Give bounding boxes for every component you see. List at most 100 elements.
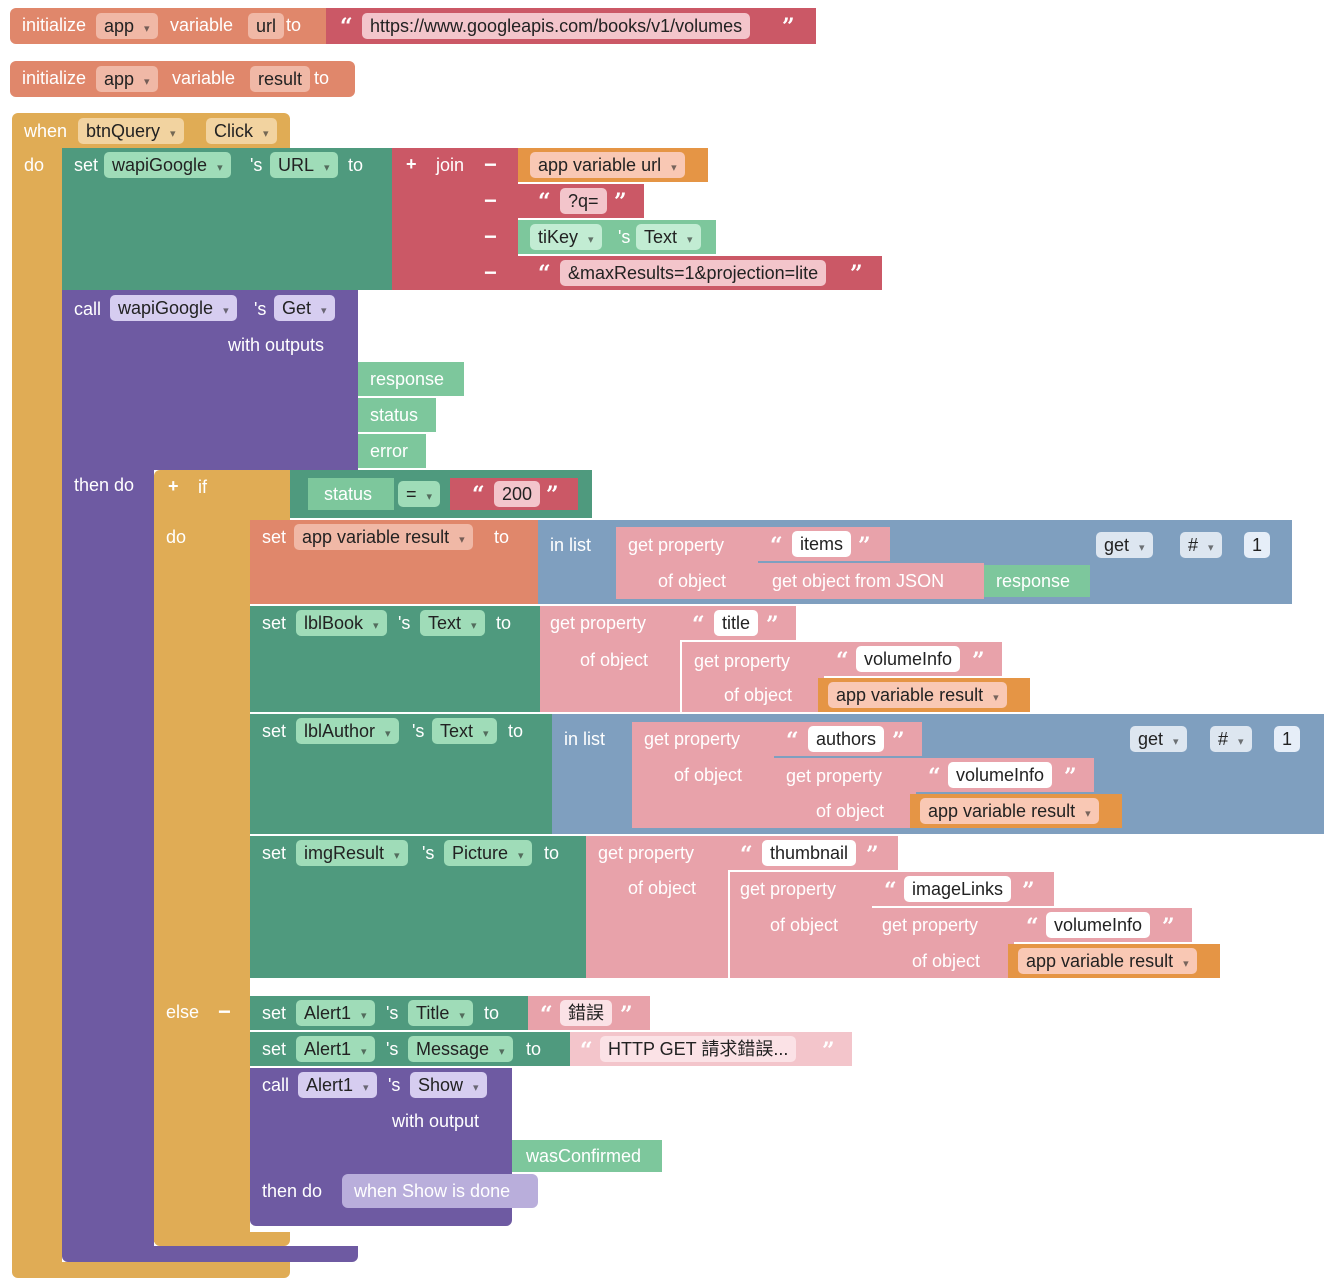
property-dropdown[interactable]: URL <box>270 152 338 178</box>
response-getter[interactable]: response <box>984 565 1090 597</box>
maxresults-text-field[interactable]: &maxResults=1&projection=lite <box>560 260 827 286</box>
key-text-field[interactable]: imageLinks <box>904 876 1012 902</box>
var-dropdown[interactable]: app variable result <box>828 682 1007 708</box>
index-mode-dropdown[interactable]: # <box>1180 532 1222 558</box>
output-error[interactable]: error <box>358 434 426 468</box>
method-dropdown[interactable]: Get <box>274 295 335 321</box>
var-name-result[interactable]: result <box>250 66 311 92</box>
set-url-block[interactable]: set wapiGoogle 's URL to <box>62 148 392 290</box>
property-dropdown[interactable]: Message <box>408 1036 513 1062</box>
result-getter[interactable]: app variable result <box>910 794 1122 828</box>
call-get-block[interactable]: call wapiGoogle 's Get with outputs <box>62 290 358 470</box>
maxresults-text-block[interactable]: “ &maxResults=1&projection=lite ” <box>518 256 882 290</box>
component-dropdown[interactable]: imgResult <box>296 840 408 866</box>
var-dropdown[interactable]: app variable url <box>530 152 685 178</box>
output-status[interactable]: status <box>358 398 436 432</box>
join-block[interactable]: + join − − − − <box>392 148 518 290</box>
query-text-field[interactable]: ?q= <box>560 188 607 214</box>
get-mode-dropdown[interactable]: get <box>1096 532 1153 558</box>
key-thumbnail-block[interactable]: “ thumbnail ” <box>728 836 898 870</box>
show-done-block[interactable]: when Show is done <box>342 1174 538 1208</box>
component-dropdown[interactable]: wapiGoogle <box>104 152 231 178</box>
dict-get-thumbnail[interactable]: get property of object <box>586 836 728 978</box>
dict-get-volumeinfo[interactable]: get property of object <box>774 758 916 828</box>
key-text-field[interactable]: volumeInfo <box>948 762 1053 788</box>
property-dropdown[interactable]: Text <box>420 610 485 636</box>
component-dropdown[interactable]: lblAuthor <box>296 718 399 744</box>
dict-get-volumeinfo[interactable]: get property of object <box>682 642 824 712</box>
if-block-header[interactable]: + if <box>154 470 290 520</box>
dict-get-imagelinks[interactable]: get property of object <box>730 872 872 978</box>
key-text-field[interactable]: items <box>792 531 852 557</box>
set-alert-title-block[interactable]: set Alert1 's Title to <box>250 996 528 1030</box>
component-dropdown[interactable]: Alert1 <box>298 1072 377 1098</box>
property-dropdown[interactable]: Text <box>636 224 701 250</box>
var-dropdown[interactable]: app variable result <box>1018 948 1197 974</box>
component-dropdown[interactable]: tiKey <box>530 224 602 250</box>
scope-dropdown[interactable]: app <box>96 13 158 39</box>
index-mode-dropdown[interactable]: # <box>1210 726 1252 752</box>
event-dropdown[interactable]: Click <box>206 118 277 144</box>
remove-item-icon[interactable]: − <box>484 188 497 213</box>
key-text-field[interactable]: volumeInfo <box>1046 912 1151 938</box>
method-dropdown[interactable]: Show <box>410 1072 487 1098</box>
key-authors-block[interactable]: “ authors ” <box>774 722 922 756</box>
key-volumeinfo-block[interactable]: “ volumeInfo ” <box>824 642 1002 676</box>
get-url-var-block[interactable]: app variable url <box>518 148 708 182</box>
value-text-field[interactable]: 200 <box>494 481 541 507</box>
key-volumeinfo-block[interactable]: “ volumeInfo ” <box>916 758 1094 792</box>
key-text-block[interactable]: “ items ” <box>758 527 890 561</box>
json-decode-block[interactable]: get object from JSON <box>758 563 984 599</box>
url-text-block[interactable]: “ https://www.googleapis.com/books/v1/vo… <box>326 8 816 44</box>
compare-block[interactable]: status = “ 200 ” <box>290 470 592 518</box>
title-text-field[interactable]: 錯誤 <box>560 1000 612 1026</box>
component-dropdown[interactable]: btnQuery <box>78 118 184 144</box>
dict-get-volumeinfo[interactable]: get property of object <box>872 908 1014 978</box>
set-author-block[interactable]: set lblAuthor 's Text to <box>250 714 552 834</box>
set-book-block[interactable]: set lblBook 's Text to <box>250 606 540 712</box>
set-picture-block[interactable]: set imgResult 's Picture to <box>250 836 586 978</box>
key-text-field[interactable]: title <box>714 610 759 636</box>
target-var-dropdown[interactable]: app variable result <box>294 524 473 550</box>
set-result-block[interactable]: set app variable result to <box>250 520 538 604</box>
remove-item-icon[interactable]: − <box>484 224 497 249</box>
set-alert-message-block[interactable]: set Alert1 's Message to <box>250 1032 570 1066</box>
remove-else-icon[interactable]: − <box>218 999 231 1024</box>
property-dropdown[interactable]: Text <box>432 718 497 744</box>
property-dropdown[interactable]: Picture <box>444 840 532 866</box>
textbox-text-getter[interactable]: tiKey 's Text <box>518 220 716 254</box>
message-text-field[interactable]: HTTP GET 請求錯誤... <box>600 1036 797 1062</box>
status-getter[interactable]: status <box>308 478 394 510</box>
key-text-field[interactable]: volumeInfo <box>856 646 961 672</box>
remove-item-icon[interactable]: − <box>484 152 497 177</box>
component-dropdown[interactable]: Alert1 <box>296 1000 375 1026</box>
init-result-block[interactable]: initialize app variable result to <box>10 61 355 97</box>
key-text-field[interactable]: authors <box>808 726 885 752</box>
component-dropdown[interactable]: Alert1 <box>296 1036 375 1062</box>
output-wasconfirmed[interactable]: wasConfirmed <box>512 1140 662 1172</box>
key-imagelinks-block[interactable]: “ imageLinks ” <box>872 872 1054 906</box>
key-title-block[interactable]: “ title ” <box>680 606 796 640</box>
mutator-plus-icon[interactable]: + <box>168 476 179 496</box>
scope-dropdown[interactable]: app <box>96 66 158 92</box>
index-number-field[interactable]: 1 <box>1274 726 1301 752</box>
index-number-field[interactable]: 1 <box>1244 532 1271 558</box>
remove-item-icon[interactable]: − <box>484 260 497 285</box>
get-mode-dropdown[interactable]: get <box>1130 726 1187 752</box>
query-text-block[interactable]: “ ?q= ” <box>518 184 644 218</box>
title-text-block[interactable]: “ 錯誤 ” <box>528 996 650 1030</box>
component-dropdown[interactable]: wapiGoogle <box>110 295 237 321</box>
property-dropdown[interactable]: Title <box>408 1000 473 1026</box>
operator-dropdown[interactable]: = <box>398 481 441 507</box>
var-dropdown[interactable]: app variable result <box>920 798 1099 824</box>
output-response[interactable]: response <box>358 362 464 396</box>
dict-get-title[interactable]: get property of object <box>540 606 680 712</box>
key-text-field[interactable]: thumbnail <box>762 840 857 866</box>
dict-get-items[interactable]: get property of object <box>616 527 758 599</box>
var-name-url[interactable]: url <box>248 13 285 39</box>
value-text-block[interactable]: “ 200 ” <box>450 478 578 510</box>
mutator-plus-icon[interactable]: + <box>406 154 417 174</box>
result-getter[interactable]: app variable result <box>1008 944 1220 978</box>
url-text-field[interactable]: https://www.googleapis.com/books/v1/volu… <box>362 13 751 39</box>
dict-get-authors[interactable]: get property of object <box>632 722 774 828</box>
